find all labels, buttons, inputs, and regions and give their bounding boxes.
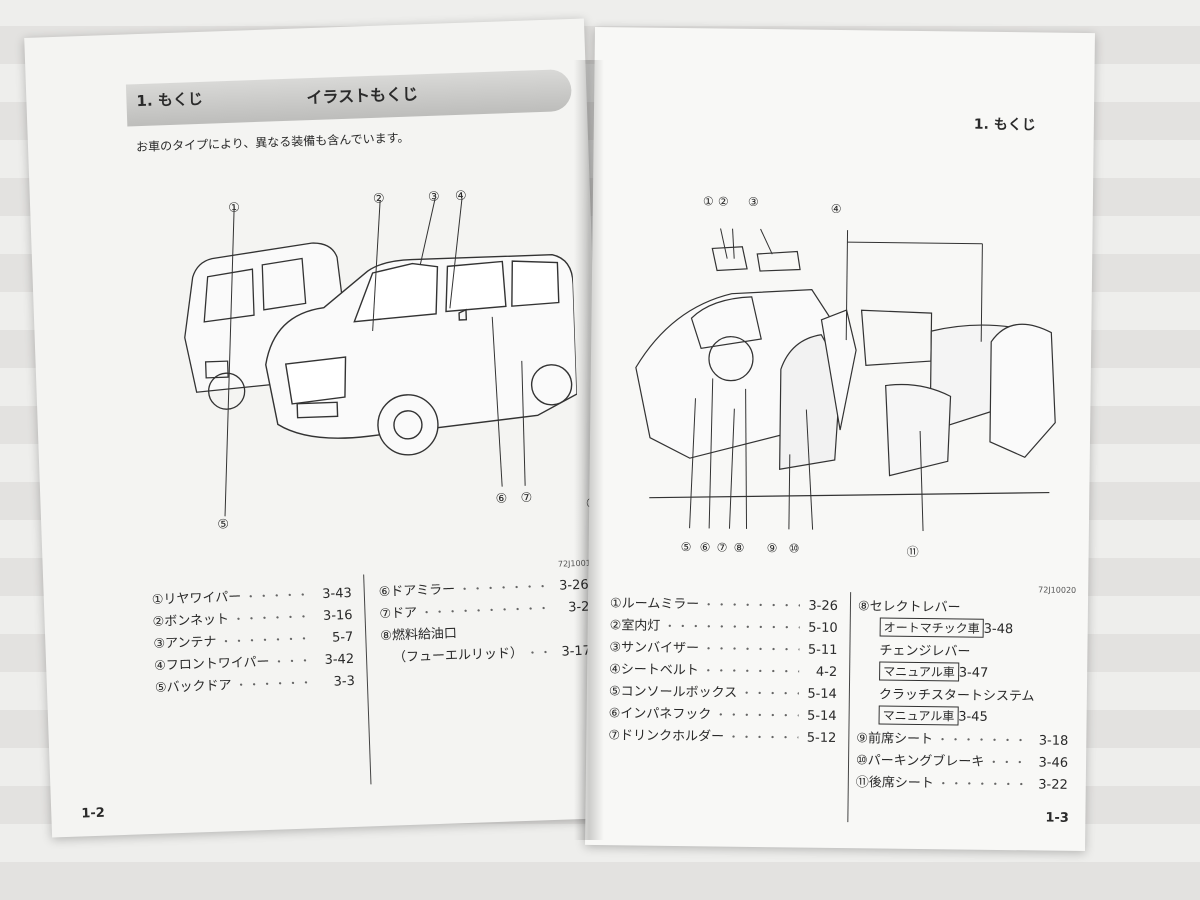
callout-4: ④ [454, 188, 467, 205]
page-number: 1-3 [1045, 810, 1069, 826]
list-item: ④シートベルト4-2 [609, 658, 837, 683]
callout-6: ⑥ [495, 491, 508, 507]
callout-4: ④ [830, 201, 842, 217]
callout-2: ② [372, 191, 385, 207]
list-item: ⑩パーキングブレーキ3-46 [856, 749, 1068, 774]
list-item-head: ⑧セレクトレバー [857, 599, 961, 616]
chapter-label: 1. もくじ [136, 89, 204, 111]
list-item: ①ルームミラー3-26 [610, 592, 838, 617]
exterior-car-illustration [149, 154, 592, 528]
exterior-svg [184, 197, 592, 517]
callout-3: ③ [747, 194, 759, 209]
interior-svg [635, 228, 1056, 552]
left-page: 1. もくじ イラストもくじ お車のタイプにより、異なる装備も含んでいます。 [24, 18, 612, 838]
column-divider [363, 574, 372, 785]
type-note: お車のタイプにより、異なる装備も含んでいます。 [135, 130, 410, 155]
chapter-label: 1. もくじ [973, 116, 1036, 134]
callout-7: ⑦ [520, 490, 533, 506]
figure-code: 72J10020 [1038, 585, 1077, 595]
left-list-col2: ⑥ドアミラー3-26 ⑦ドア3-2 ⑧燃料給油口 （フューエルリッド）3-17 [378, 574, 592, 669]
right-page: 1. もくじ [585, 26, 1095, 852]
book-spine-shadow [574, 60, 604, 840]
list-item: ⑨前席シート3-18 [856, 727, 1068, 752]
list-item: ②室内灯5-10 [610, 614, 838, 639]
callout-1: ① [228, 200, 241, 216]
list-item: ⑪後席シート3-22 [856, 771, 1068, 796]
at-badge: オートマチック車 [879, 617, 984, 638]
callout-10: ⑩ [788, 541, 800, 556]
callout-5: ⑤ [217, 517, 230, 533]
column-divider [847, 592, 852, 823]
callout-7: ⑦ [716, 540, 728, 555]
callout-11: ⑪ [906, 544, 919, 559]
left-list-col1: ①リヤワイパー3-43 ②ボンネット3-16 ③アンテナ5-7 ④フロントワイパ… [152, 582, 356, 699]
right-list-col1: ①ルームミラー3-26 ②室内灯5-10 ③サンバイザー5-11 ④シートベルト… [608, 592, 838, 749]
mt-badge: マニュアル車 [878, 705, 959, 726]
callout-8: ⑧ [733, 540, 745, 555]
callout-1: ① [702, 194, 714, 209]
list-item: ⑤コンソールボックス5-14 [609, 680, 837, 705]
callout-3: ③ [427, 189, 440, 206]
list-item: ⑥インパネフック5-14 [608, 702, 837, 727]
mt-badge: マニュアル車 [879, 661, 959, 682]
list-item: ③サンバイザー5-11 [609, 636, 837, 661]
list-subitem: クラッチスタートシステム [878, 687, 1035, 705]
page-number: 1-2 [81, 805, 106, 822]
callout-9: ⑨ [766, 541, 778, 556]
list-subitem: チェンジレバー [879, 643, 971, 660]
page-title: イラストもくじ [306, 84, 419, 108]
list-item: ⑦ドリンクホルダー5-12 [608, 724, 836, 749]
callout-2: ② [717, 194, 729, 209]
callout-5: ⑤ [680, 540, 692, 555]
interior-car-illustration [629, 197, 1073, 552]
callout-6: ⑥ [699, 540, 711, 555]
